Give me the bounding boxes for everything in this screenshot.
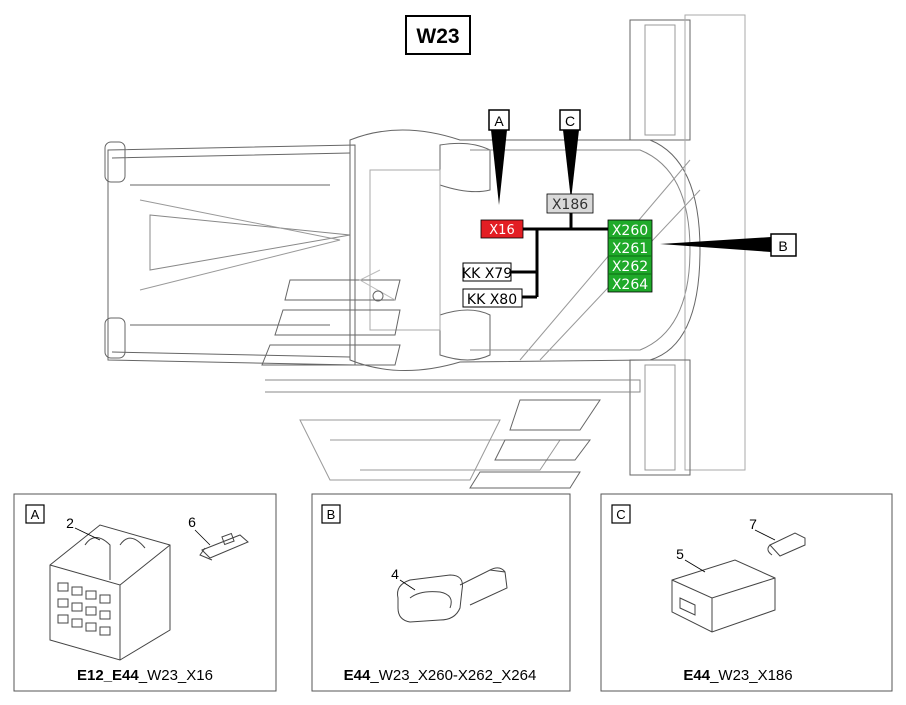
connector-x264: X264 <box>612 277 648 293</box>
connector-housing-drawing <box>49 524 171 661</box>
panel-b-letter: B <box>327 507 336 522</box>
connector-kk-x80: KK X80 <box>462 288 523 308</box>
panel-a-item-6: 6 <box>188 514 196 530</box>
panel-c-item-7: 7 <box>749 516 757 532</box>
panel-b-item-4: 4 <box>391 566 399 582</box>
callout-pointers <box>491 130 771 252</box>
page-title: W23 <box>416 25 459 48</box>
connector-green-group: X260 X261 X262 X264 <box>607 219 653 293</box>
connector-x260: X260 <box>612 223 648 239</box>
panel-c-letter: C <box>616 507 625 522</box>
panel-c-caption: E44_W23_X186 <box>683 667 792 684</box>
callout-a-label: A <box>494 113 504 129</box>
title-box: W23 <box>405 15 471 55</box>
callout-c-label: C <box>565 113 575 129</box>
terminal-drawing <box>199 532 249 561</box>
panel-a-caption: E12_E44_W23_X16 <box>77 667 213 684</box>
panel-a-letter: A <box>31 507 40 522</box>
panel-a-item-2: 2 <box>66 515 74 531</box>
panel-b-caption: E44_W23_X260-X262_X264 <box>344 667 537 684</box>
pin-drawing <box>767 532 806 557</box>
svg-text:KK X80: KK X80 <box>467 292 517 308</box>
svg-text:X186: X186 <box>552 197 588 213</box>
connector-x16: X16 <box>480 219 524 239</box>
connector-x186: X186 <box>546 193 594 214</box>
connector-x262: X262 <box>612 259 648 275</box>
housing-drawing <box>671 559 776 633</box>
callout-a: A <box>488 109 510 131</box>
connector-kk-x79: KK X79 <box>462 262 512 282</box>
callout-c: C <box>559 109 581 131</box>
svg-text:KK X79: KK X79 <box>462 266 512 282</box>
harness-lines <box>510 212 608 299</box>
detail-panel-a: A 2 6 E12_E44_W23_X16 <box>13 493 277 692</box>
detail-panel-c: C 7 5 E44_W23_X186 <box>600 493 893 692</box>
callout-b-label: B <box>778 238 787 254</box>
detail-panel-b: B 4 E44_W23_X260-X262_X264 <box>311 493 571 692</box>
callout-b: B <box>770 233 797 257</box>
panel-c-item-5: 5 <box>676 546 684 562</box>
connector-x261: X261 <box>612 241 648 257</box>
receptacle-drawing <box>397 567 508 623</box>
svg-text:X16: X16 <box>489 223 514 238</box>
